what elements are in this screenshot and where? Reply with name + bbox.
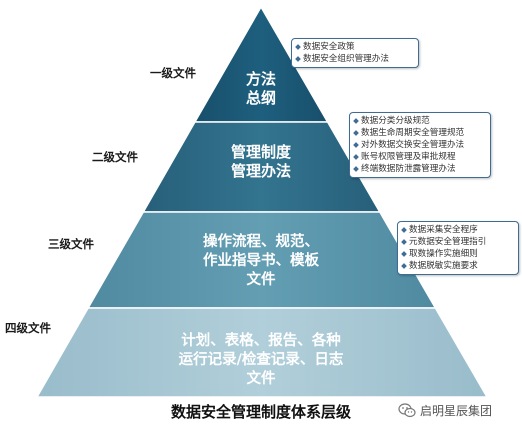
note-item-text: 数据安全组织管理办法 [303,54,389,64]
bullet-diamond-icon [295,56,301,62]
tier-4-line: 计划、表格、报告、各种 [181,333,341,349]
note-item-text: 数据生命周期安全管理规范 [361,128,465,138]
tier-3-line: 操作流程、规范、 [203,234,319,250]
bullet-diamond-icon [353,118,359,124]
note-item: 数据安全政策 [295,41,414,53]
note-item-text: 终端数据防泄露管理办法 [361,164,456,174]
tier-3-line: 文件 [246,272,276,288]
level-1-label: 一级文件 [150,66,196,80]
note-item: 账号权限管理及审批规程 [353,151,486,163]
level-3-note-box: 数据采集安全程序 元数据安全管理指引 取数操作实施细则 数据脱敏实施要求 [397,221,519,275]
wechat-icon [398,403,416,418]
note-item-text: 元数据安全管理指引 [409,237,487,247]
note-item-text: 数据脱敏实施要求 [409,261,478,271]
level-2-note-box: 数据分类分级规范 数据生命周期安全管理规范 对外数据交换安全管理办法 账号权限管… [349,112,491,178]
tier-2-line: 管理办法 [230,162,291,180]
bullet-diamond-icon [353,130,359,136]
bullet-diamond-icon [295,44,301,50]
tier-4-line: 运行记录/检查记录、日志 [178,352,344,368]
note-item-text: 数据采集安全程序 [409,225,478,235]
note-item-text: 取数操作实施细则 [409,249,478,259]
tier-4-line: 文件 [246,371,276,387]
bullet-diamond-icon [353,142,359,148]
tier-1-line: 总纲 [245,89,276,107]
bullet-diamond-icon [401,227,407,233]
note-item: 对外数据交换安全管理办法 [353,139,486,151]
note-item: 元数据安全管理指引 [401,236,514,248]
tier-3-text: 操作流程、规范、 作业指导书、模板 文件 [0,233,522,290]
note-item-text: 对外数据交换安全管理办法 [361,140,465,150]
bullet-diamond-icon [401,251,407,257]
note-item: 数据生命周期安全管理规范 [353,127,486,139]
note-item: 终端数据防泄露管理办法 [353,163,486,175]
note-item-text: 数据分类分级规范 [361,116,430,126]
note-item: 数据分类分级规范 [353,115,486,127]
tier-2-line: 管理制度 [230,143,291,161]
level-1-note-box: 数据安全政策 数据安全组织管理办法 [291,38,419,68]
bullet-diamond-icon [353,154,359,160]
tier-4-text: 计划、表格、报告、各种 运行记录/检查记录、日志 文件 [0,332,522,389]
bullet-diamond-icon [353,166,359,172]
pyramid-tier-4 [35,307,489,398]
note-item-text: 数据安全政策 [303,42,355,52]
note-item: 数据脱敏实施要求 [401,260,514,272]
bullet-diamond-icon [401,263,407,269]
watermark-text: 启明星辰集团 [420,404,493,418]
note-item: 数据采集安全程序 [401,224,514,236]
level-3-label: 三级文件 [48,237,94,251]
note-item: 数据安全组织管理办法 [295,53,414,65]
level-4-label: 四级文件 [5,321,51,335]
tier-1-text: 方法 总纲 [0,70,522,108]
tier-2-text: 管理制度 管理办法 [0,143,522,181]
note-item-text: 账号权限管理及审批规程 [361,152,456,162]
tier-1-line: 方法 [245,70,276,88]
tier-3-line: 作业指导书、模板 [203,253,319,269]
watermark: 启明星辰集团 [398,402,492,419]
diagram-caption: 数据安全管理制度体系层级 [170,403,351,421]
note-item: 取数操作实施细则 [401,248,514,260]
bullet-diamond-icon [401,239,407,245]
level-2-label: 二级文件 [92,150,138,164]
